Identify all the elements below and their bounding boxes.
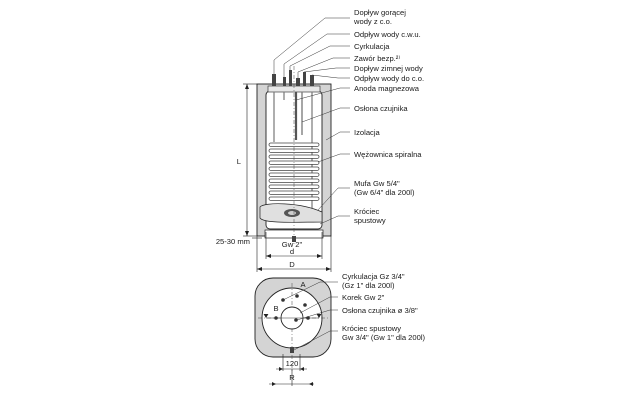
top-connections <box>272 70 314 86</box>
label-top-circ-2: (Gz 1" dla 200l) <box>342 281 395 290</box>
leader-anode <box>295 87 350 101</box>
label-top-drain-2: Gw 3/4" (Gw 1" dla 200l) <box>342 333 426 342</box>
label-sleeve-1: Mufa Gw 5/4" <box>354 179 400 188</box>
label-dhw-outlet: Odpływ wody c.w.u. <box>354 30 421 39</box>
side-view <box>256 66 332 245</box>
label-top-sensor: Osłona czujnika ø 3/8" <box>342 306 418 315</box>
label-anode: Anoda magnezowa <box>354 84 420 93</box>
top-dimensions: 120 R <box>269 354 314 386</box>
leader-top-plug <box>299 296 338 314</box>
side-dimensions: L 25-30 mm Gw 2" d D <box>216 83 332 272</box>
dim-d-label: d <box>290 247 294 256</box>
leader-cold-inlet <box>303 67 350 73</box>
top-view: A B <box>254 277 332 372</box>
leader-drain <box>319 215 350 225</box>
dim-gap-label: 25-30 mm <box>216 237 250 246</box>
label-top-plug: Korek Gw 2" <box>342 293 385 302</box>
spiral-coil <box>268 142 320 201</box>
dhw-outlet-stub <box>283 77 286 86</box>
section-B-label: B <box>273 304 278 313</box>
label-heating-return: Odpływ wody do c.o. <box>354 74 424 83</box>
top-drain-stub <box>290 347 294 353</box>
top-port <box>303 303 307 307</box>
leader-dhw-outlet <box>283 33 350 77</box>
top-port <box>295 294 299 298</box>
label-sleeve-2: (Gw 6/4" dla 200l) <box>354 188 415 197</box>
label-safety-valve: Zawór bezp.²⁾ <box>354 54 400 63</box>
leader-circulation <box>289 45 350 70</box>
leader-sensor-sleeve <box>301 107 350 123</box>
dim-R-label: R <box>289 373 295 382</box>
dim-gw2-label: Gw 2" <box>282 240 303 249</box>
leader-insulation <box>325 131 350 141</box>
label-sensor-sleeve: Osłona czujnika <box>354 104 408 113</box>
leader-hot-inlet <box>273 17 350 74</box>
leader-heating-return <box>311 74 350 79</box>
top-labels: Cyrkulacja Gz 3/4" (Gz 1" dla 200l) Kore… <box>282 272 426 351</box>
leader-coil <box>317 153 350 163</box>
dim-L-label: L <box>237 157 241 166</box>
dim-D-label: D <box>289 260 295 269</box>
cold-inlet-stub <box>303 72 306 86</box>
label-top-drain-1: Króciec spustowy <box>342 324 401 333</box>
leader-top-circ <box>282 281 338 301</box>
leader-safety-valve <box>297 57 350 78</box>
label-drain-2: spustowy <box>354 216 386 225</box>
label-top-circ-1: Cyrkulacja Gz 3/4" <box>342 272 405 281</box>
inspection-plug-center <box>288 211 296 215</box>
label-hot-inlet-1: Dopływ gorącej <box>354 8 406 17</box>
heating-return-stub <box>310 75 314 86</box>
label-cold-inlet: Dopływ zimnej wody <box>354 64 423 73</box>
leader-sleeve <box>317 187 350 211</box>
leader-top-drain <box>293 330 338 351</box>
top-port <box>294 318 298 322</box>
side-labels: Dopływ gorącej wody z c.o. Odpływ wody c… <box>273 8 424 225</box>
label-circulation: Cyrkulacja <box>354 42 390 51</box>
safety-valve-stub <box>296 78 300 86</box>
circulation-stub <box>289 70 292 86</box>
label-hot-inlet-2: wody z c.o. <box>353 17 392 26</box>
hot-inlet-stub <box>272 74 276 86</box>
dim-120-label: 120 <box>286 359 299 368</box>
label-drain-1: Króciec <box>354 207 380 216</box>
label-coil: Wężownica spiralna <box>354 150 422 159</box>
section-A-label: A <box>300 280 306 289</box>
leader-top-sensor <box>296 309 338 321</box>
label-insulation: Izolacja <box>354 128 381 137</box>
